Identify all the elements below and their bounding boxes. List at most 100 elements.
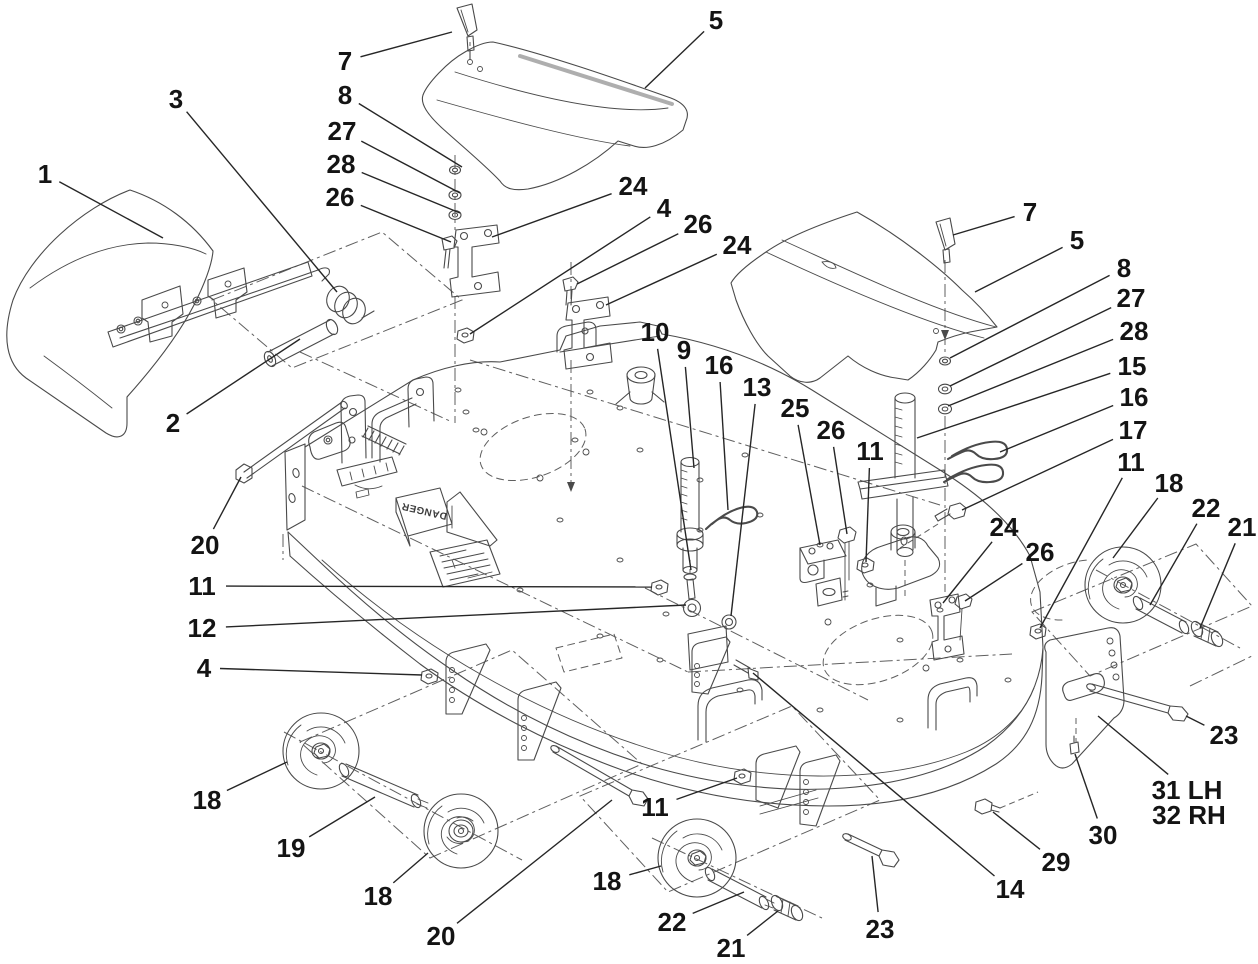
danger-decal-text: DANGER: [400, 500, 448, 521]
callout-29: 29: [1042, 847, 1071, 877]
leader-line-16: [719, 381, 729, 511]
callout-20: 20: [427, 921, 456, 951]
part-22-axle-bottom: [704, 866, 775, 911]
callout-22: 22: [658, 907, 687, 937]
callout-3: 3: [169, 84, 183, 114]
nut-11-center: [650, 579, 669, 596]
callout-23: 23: [866, 914, 895, 944]
leader-line-15: [916, 372, 1111, 439]
callout-18: 18: [593, 866, 622, 896]
bolt-26-center: [837, 526, 857, 601]
callout-24: 24: [619, 171, 648, 201]
callout-5: 5: [1070, 225, 1084, 255]
leader-line-13: [730, 403, 756, 617]
leader-line-21: [746, 910, 779, 936]
callout-32-RH: 32 RH: [1152, 800, 1226, 830]
callout-7: 7: [1023, 197, 1037, 227]
callout-27: 27: [1117, 283, 1146, 313]
leader-line-20: [456, 799, 613, 924]
part-18-wheel-rear-left: [423, 793, 499, 869]
callout-23: 23: [1210, 720, 1239, 750]
callout-18: 18: [193, 785, 222, 815]
part-10-12-link-eyebolt: [682, 573, 702, 618]
part-5-cover-left: [421, 41, 688, 191]
callout-25: 25: [781, 393, 810, 423]
flow-arrows: [567, 330, 949, 492]
callout-8: 8: [338, 80, 352, 110]
leader-line-22: [1149, 523, 1198, 606]
part-9-rod: [676, 456, 704, 575]
callout-5: 5: [709, 5, 723, 35]
leader-line-28: [361, 171, 461, 214]
leader-line-18: [392, 852, 429, 884]
leader-line-12: [225, 604, 687, 628]
part-15-height-rod: [857, 392, 949, 558]
callout-31-LH: 31 LH: [1152, 775, 1223, 805]
callout-4: 4: [197, 653, 212, 683]
hairpin-cotters-16-right: [942, 440, 1009, 484]
callout-19: 19: [277, 833, 306, 863]
clip-30: [1069, 735, 1080, 755]
leader-line-16: [999, 404, 1114, 453]
leader-line-7: [952, 215, 1015, 236]
leader-line-23: [1185, 715, 1205, 726]
leader-line-26: [832, 446, 848, 535]
leader-line-2: [186, 338, 301, 415]
part-7-flag-pin-right: [935, 217, 956, 264]
callout-16: 16: [705, 350, 734, 380]
callout-18: 18: [1155, 468, 1184, 498]
part-2-3-roller-rod-assembly: [107, 261, 375, 368]
leader-line-11: [676, 777, 738, 801]
leader-line-8: [949, 274, 1110, 359]
bolt-20-top: [235, 400, 348, 484]
callout-20: 20: [191, 530, 220, 560]
leader-line-19: [308, 796, 376, 838]
leader-line-10: [656, 348, 692, 571]
bolt-29: [974, 798, 1001, 815]
leader-line-27: [949, 306, 1112, 387]
bolt-17: [934, 502, 967, 522]
bolt-23-bottom: [842, 833, 900, 868]
hairpin-cotter-16-center: [704, 505, 759, 531]
nut-11-right: [1029, 623, 1047, 640]
leader-line-3: [186, 111, 338, 293]
callout-2: 2: [166, 408, 180, 438]
callout-11: 11: [188, 571, 216, 601]
callout-24: 24: [990, 512, 1019, 542]
part-7-flag-pin-left: [456, 3, 478, 60]
leader-line-18: [629, 865, 662, 876]
callout-28: 28: [327, 149, 356, 179]
nut-4-upper: [456, 327, 475, 344]
leader-line-11: [1039, 477, 1123, 629]
callout-12: 12: [188, 613, 217, 643]
part-22-axle-right: [1132, 595, 1190, 635]
leader-line-11: [865, 467, 871, 563]
leader-line-18: [1112, 497, 1159, 559]
leader-line-7: [360, 31, 453, 58]
callout-13: 13: [743, 372, 772, 402]
leader-line-18: [226, 761, 288, 792]
callout-26: 26: [326, 182, 355, 212]
leader-line-11: [225, 585, 653, 588]
leader-line-9: [684, 366, 695, 469]
callout-14: 14: [996, 874, 1025, 904]
leader-line-22: [692, 891, 745, 915]
part-21-spacer-bottom: [770, 894, 804, 922]
callout-17: 17: [1119, 415, 1148, 445]
part-31-32-caster-plate: [1044, 627, 1125, 769]
leader-line-29: [992, 811, 1041, 850]
leader-line-24: [491, 193, 612, 238]
callout-26: 26: [684, 209, 713, 239]
callout-1: 1: [38, 159, 52, 189]
callout-30: 30: [1089, 820, 1118, 850]
callout-21: 21: [1228, 512, 1257, 542]
callout-11: 11: [641, 792, 669, 822]
lift-arm: [861, 524, 941, 607]
callout-16: 16: [1120, 382, 1149, 412]
part-19-axle: [338, 762, 429, 809]
callout-11: 11: [1117, 447, 1145, 477]
leader-line-30: [1074, 753, 1098, 819]
